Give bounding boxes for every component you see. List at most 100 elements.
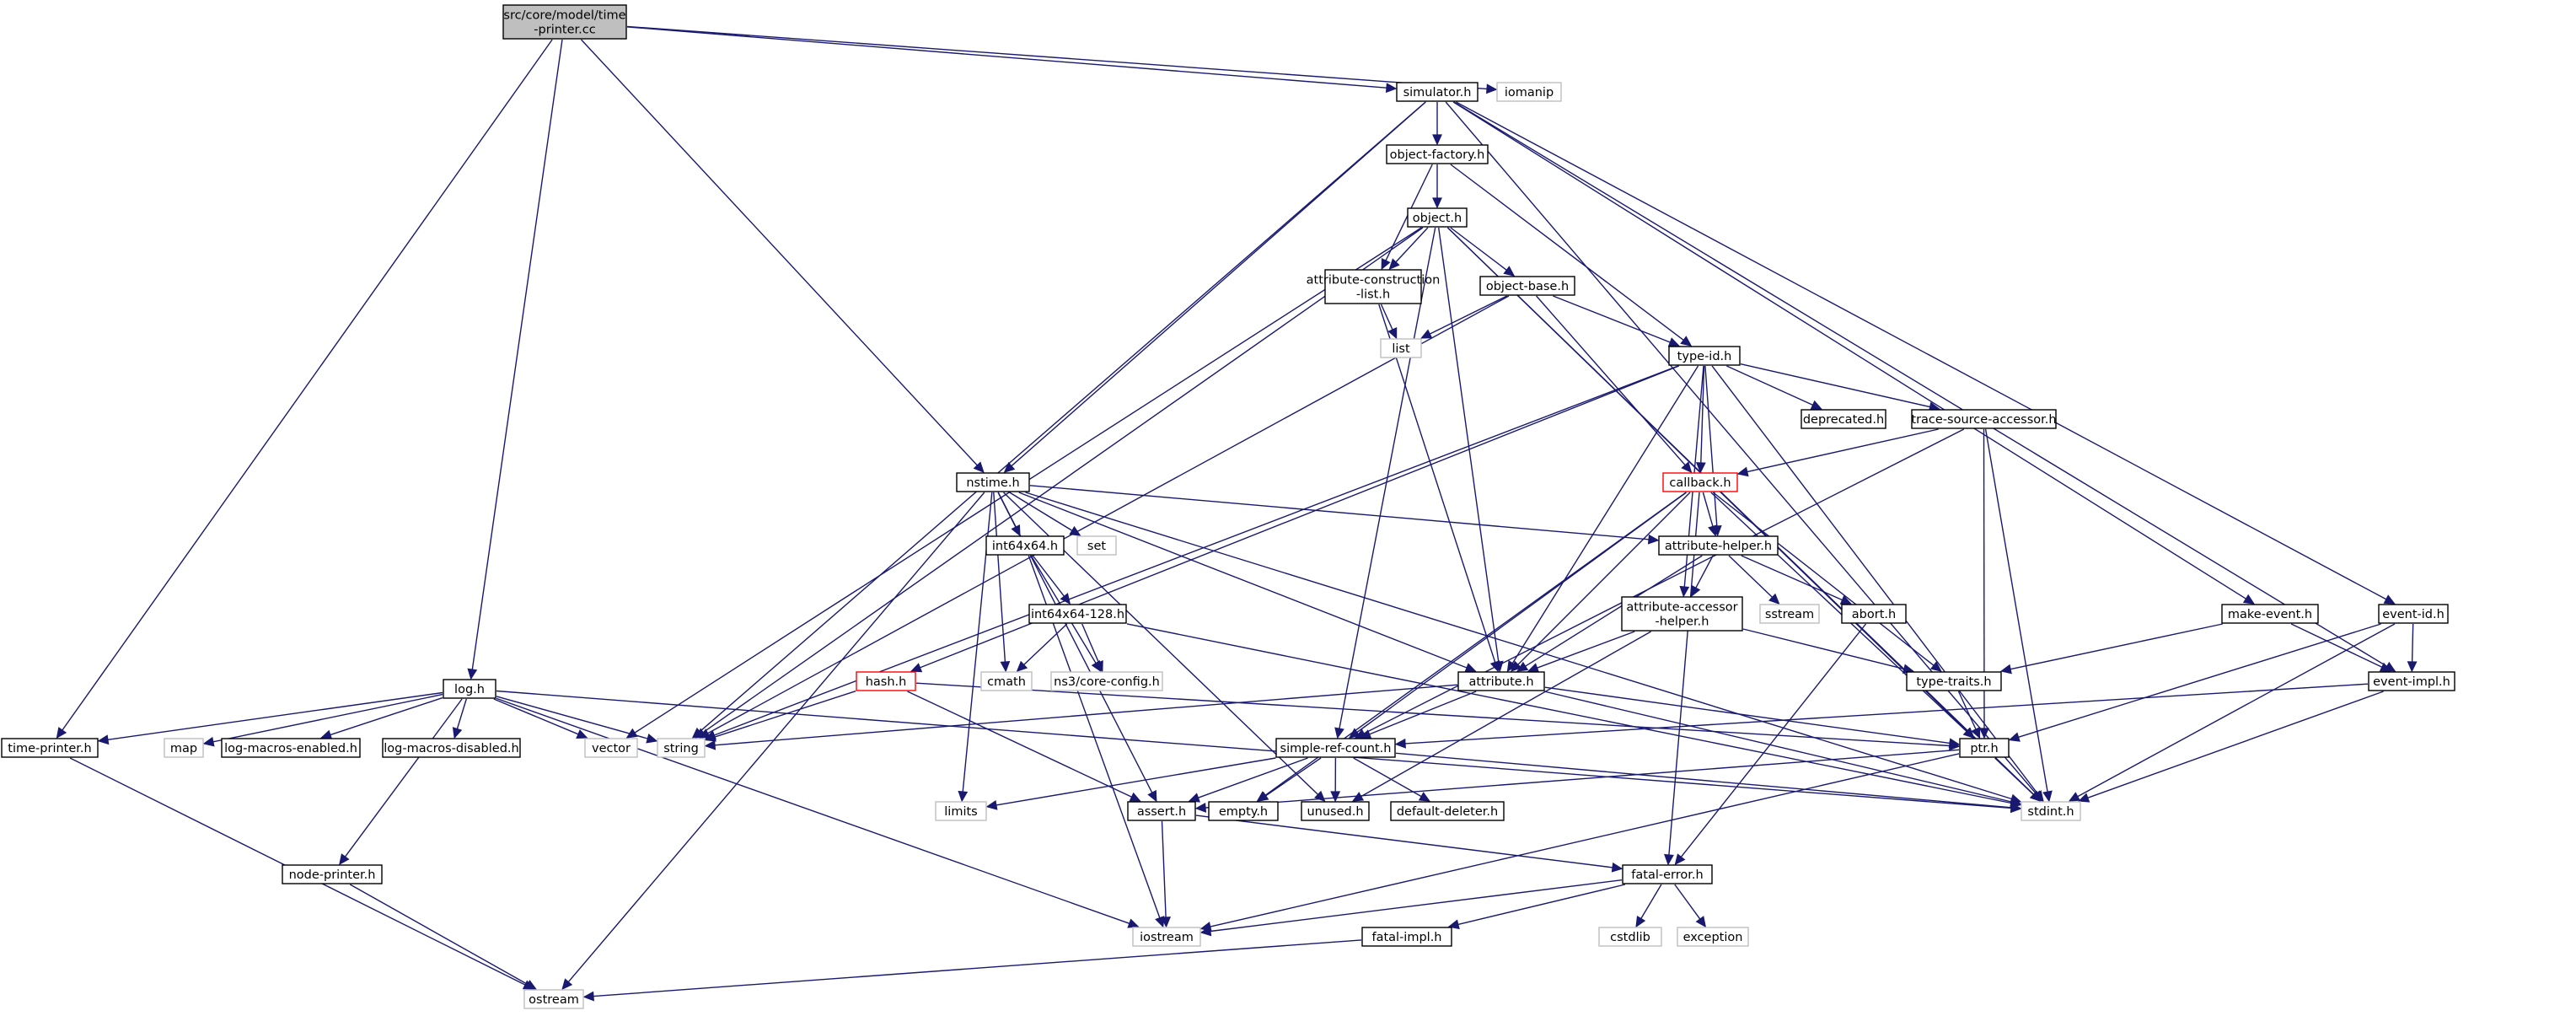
edge-nstime-to-attribute-helper (1029, 485, 1660, 545)
edge-type-id-to-stdint (1711, 365, 2044, 803)
node-hash[interactable]: hash.h (856, 671, 916, 691)
node-box (1496, 82, 1562, 102)
node-ptr[interactable]: ptr.h (1959, 738, 2010, 758)
edge-simple-ref-count-to-default-deleter (1353, 757, 1431, 802)
node-fatal-impl[interactable]: fatal-impl.h (1361, 927, 1452, 947)
edge-object-to-attribute-construction-list (1388, 227, 1429, 271)
node-trace-source-accessor[interactable]: trace-source-accessor.h (1911, 409, 2057, 429)
node-box (1801, 409, 1886, 429)
edge-ptr-to-iostream (1199, 753, 1960, 932)
edge-nstime-to-cmath (993, 492, 1011, 673)
edge-simulator-to-event-impl (1453, 101, 2396, 672)
node-box (956, 472, 1030, 492)
node-abort[interactable]: abort.h (1841, 604, 1907, 624)
node-make-event[interactable]: make-event.h (2221, 604, 2319, 624)
node-exception: exception (1677, 927, 1749, 947)
node-label: object-base.h (1486, 280, 1569, 293)
node-event-id[interactable]: event-id.h (2378, 604, 2449, 624)
arrowhead-icon (1432, 197, 1442, 209)
arrowhead-icon (467, 668, 478, 680)
node-label: simple-ref-count.h (1280, 742, 1392, 755)
node-object-factory[interactable]: object-factory.h (1386, 144, 1489, 164)
arrowhead-icon (2407, 661, 2418, 673)
node-simple-ref-count[interactable]: simple-ref-count.h (1275, 738, 1396, 758)
node-empty[interactable]: empty.h (1208, 801, 1279, 821)
node-box (1380, 338, 1422, 358)
node-attribute-accessor-helper[interactable]: attribute-accessor-helper.h (1621, 596, 1743, 632)
arrowhead-icon (1069, 525, 1081, 536)
node-int64x64-128[interactable]: int64x64-128.h (1028, 604, 1127, 624)
node-log[interactable]: log.h (443, 679, 496, 699)
edge-simple-ref-count-to-stdint (1395, 752, 2022, 813)
edge-simple-ref-count-to-unused (1330, 757, 1341, 803)
edge-attribute-to-simple-ref-count (1359, 691, 1477, 739)
node-callback[interactable]: callback.h (1662, 472, 1738, 492)
edge-log-to-map (202, 693, 443, 747)
edge-int64x64-to-int64x64-128 (1032, 555, 1071, 605)
edge-simulator-to-string (691, 101, 1426, 739)
node-assert[interactable]: assert.h (1127, 801, 1196, 821)
edge-int64x64-128-to-cmath (1016, 623, 1068, 672)
node-box (1396, 82, 1479, 102)
node-box (1132, 927, 1201, 947)
node-box (935, 801, 987, 821)
node-label: attribute-construction (1307, 274, 1441, 288)
arrowhead-icon (958, 790, 969, 803)
node-box (282, 864, 383, 884)
arrowhead-icon (1979, 728, 1989, 739)
arrowhead-icon (2379, 662, 2392, 672)
node-label: sstream (1765, 608, 1814, 621)
arrowhead-icon (1695, 462, 1706, 474)
node-attribute[interactable]: attribute.h (1457, 671, 1545, 691)
edge-fatal-error-to-iostream (1199, 879, 1623, 937)
node-deprecated[interactable]: deprecated.h (1801, 409, 1886, 429)
arrowhead-icon (1962, 727, 1975, 739)
edge-fatal-error-to-exception (1674, 884, 1707, 928)
arrowhead-icon (2042, 790, 2053, 803)
node-object-base[interactable]: object-base.h (1479, 276, 1575, 296)
node-box (382, 738, 521, 758)
edge-log-to-string (496, 696, 658, 744)
node-object[interactable]: object.h (1407, 207, 1468, 228)
node-string: string (657, 738, 706, 758)
edge-log-to-log-macros-disabled (452, 698, 467, 739)
node-label: deprecated.h (1803, 413, 1884, 427)
node-label: src/core/model/time (503, 9, 625, 23)
node-int64x64[interactable]: int64x64.h (985, 535, 1065, 556)
arrowhead-icon (2078, 793, 2090, 803)
edge-simulator-to-event-id (1456, 101, 2396, 605)
arrowhead-icon (1680, 336, 1693, 347)
node-time-printer[interactable]: time-printer.h (1, 738, 99, 758)
edge-root-to-simulator (626, 26, 1398, 94)
edge-trace-source-accessor-to-callback (1736, 428, 1939, 477)
node-nstime[interactable]: nstime.h (956, 472, 1030, 492)
node-default-deleter[interactable]: default-deleter.h (1390, 801, 1505, 821)
node-label: type-id.h (1677, 350, 1732, 363)
arrowhead-icon (1664, 853, 1674, 866)
node-simulator[interactable]: simulator.h (1396, 82, 1479, 102)
node-type-id[interactable]: type-id.h (1668, 346, 1741, 366)
node-event-impl[interactable]: event-impl.h (2368, 671, 2455, 691)
node-log-macros-disabled[interactable]: log-macros-disabled.h (382, 738, 521, 758)
node-box (1457, 671, 1545, 691)
arrowhead-icon (2008, 732, 2021, 742)
node-fatal-error[interactable]: fatal-error.h (1622, 864, 1713, 884)
node-log-macros-enabled[interactable]: log-macros-enabled.h (221, 738, 361, 758)
node-label: exception (1683, 931, 1743, 944)
node-attribute-construction-list[interactable]: attribute-construction-list.h (1307, 269, 1441, 304)
arrowhead-icon (1486, 83, 1498, 94)
node-label: event-id.h (2382, 608, 2445, 621)
node-box (1677, 927, 1749, 947)
node-unused[interactable]: unused.h (1301, 801, 1370, 821)
node-type-traits[interactable]: type-traits.h (1906, 671, 2002, 691)
arrowhead-icon (1647, 534, 1660, 545)
arrowhead-icon (1351, 792, 1365, 802)
node-attribute-helper[interactable]: attribute-helper.h (1658, 535, 1779, 556)
edge-callback-to-ptr (1710, 492, 1975, 739)
edge-log-to-node-printer (339, 698, 463, 866)
node-box (1361, 927, 1452, 947)
arrowhead-icon (1003, 461, 1016, 473)
edge-callback-to-attribute-helper (1702, 492, 1718, 537)
node-root[interactable]: src/core/model/time-printer.cc (502, 4, 627, 40)
node-node-printer[interactable]: node-printer.h (282, 864, 383, 884)
